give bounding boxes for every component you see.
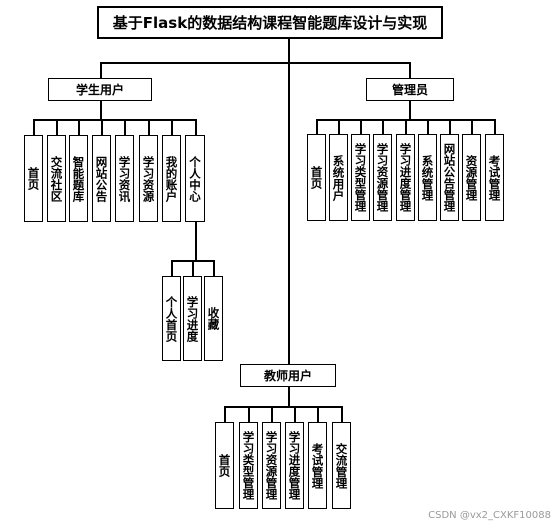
connector-line (56, 119, 58, 135)
connector-line (195, 222, 197, 260)
connector-line (341, 406, 343, 422)
connector-line (316, 119, 318, 134)
connector-line (271, 406, 273, 422)
admin-item-node: 网站公告管理 (440, 134, 459, 221)
connector-line (33, 119, 35, 135)
connector-line (405, 119, 407, 134)
connector-line (224, 406, 342, 408)
teacher-item-node: 学习类型管理 (239, 422, 258, 509)
connector-line (360, 119, 362, 134)
admin-item-node: 学习进度管理 (396, 134, 415, 221)
connector-line (33, 119, 196, 121)
connector-line (100, 62, 410, 64)
student-item-node: 学习资讯 (115, 135, 134, 222)
watermark: CSDN @vx2_CXKF10088 (428, 510, 551, 521)
connector-line (224, 406, 226, 422)
teacher-item-node: 首页 (215, 422, 234, 509)
connector-line (213, 260, 215, 276)
connector-line (101, 119, 103, 135)
connector-line (192, 260, 194, 276)
teacher-item-node: 交流管理 (332, 422, 351, 509)
connector-line (148, 119, 150, 135)
connector-line (100, 62, 102, 78)
connector-line (294, 406, 296, 422)
connector-line (124, 119, 126, 135)
student-item-node: 交流社区 (47, 135, 66, 222)
admin-item-node: 考试管理 (485, 134, 504, 221)
teacher-user-node: 教师用户 (240, 364, 336, 387)
admin-item-node: 资源管理 (462, 134, 481, 221)
student-item-node: 学习资源 (139, 135, 158, 222)
connector-line (471, 119, 473, 134)
connector-line (248, 406, 250, 422)
teacher-item-node: 学习资源管理 (262, 422, 281, 509)
admin-item-node: 首页 (307, 134, 326, 221)
connector-line (317, 406, 319, 422)
teacher-item-node: 学习进度管理 (285, 422, 304, 509)
connector-line (288, 387, 290, 407)
teacher-item-node: 考试管理 (308, 422, 327, 509)
student-item-node: 网站公告 (92, 135, 111, 222)
connector-line (195, 119, 197, 135)
connector-line (427, 119, 429, 134)
admin-item-node: 学习类型管理 (351, 134, 370, 221)
admin-item-node: 学习资源管理 (373, 134, 392, 221)
admin-item-node: 系统用户 (329, 134, 348, 221)
personal-center-item-node: 收藏 (204, 276, 223, 361)
admin-item-node: 系统管理 (418, 134, 437, 221)
student-item-node: 我的账户 (162, 135, 181, 222)
connector-line (494, 119, 496, 134)
connector-line (100, 101, 102, 119)
connector-line (171, 119, 173, 135)
connector-line (288, 38, 290, 364)
student-item-node: 个人中心 (185, 135, 205, 222)
connector-line (449, 119, 451, 134)
connector-line (338, 119, 340, 134)
connector-line (409, 101, 411, 119)
connector-line (171, 260, 173, 276)
student-item-node: 首页 (24, 135, 43, 222)
student-item-node: 智能题库 (69, 135, 88, 222)
student-user-node: 学生用户 (48, 78, 152, 101)
diagram-title: 基于Flask的数据结构课程智能题库设计与实现 (97, 6, 443, 39)
personal-center-item-node: 学习进度 (183, 276, 202, 361)
admin-node: 管理员 (366, 78, 454, 101)
personal-center-item-node: 个人首页 (162, 276, 181, 361)
connector-line (78, 119, 80, 135)
connector-line (382, 119, 384, 134)
connector-line (409, 62, 411, 78)
